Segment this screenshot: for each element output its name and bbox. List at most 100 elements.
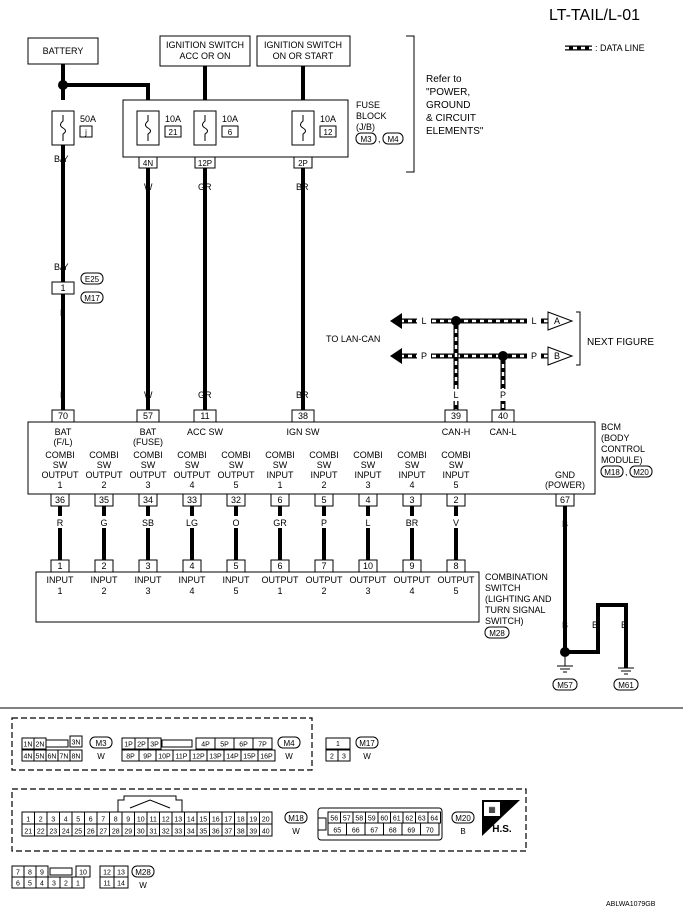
refer-line-2: "POWER, <box>426 87 470 98</box>
next-arrow-a <box>547 311 574 331</box>
connector-pin: 36 <box>212 829 220 836</box>
bcm-pin-39: 39 <box>444 409 468 423</box>
combi-io-num-7: 2 <box>321 586 326 596</box>
bcm-out-label-3-1: COMBI <box>133 450 163 460</box>
combi-pin-4: 4 <box>182 559 202 573</box>
combination-switch <box>35 571 480 623</box>
combi-io-label-5: INPUT <box>223 575 251 585</box>
gnd-color-3: B <box>621 620 627 630</box>
ignition-on-line2: ON OR START <box>273 51 334 61</box>
fuse-50a-num: j <box>84 128 87 137</box>
fuse-block-line-1: FUSE <box>356 100 380 110</box>
bcm-out-label-10-4: 5 <box>453 480 458 490</box>
connector-pin: 30 <box>137 829 145 836</box>
bcm-out-label-4-1: COMBI <box>177 450 207 460</box>
joint-conn-e25: E25 <box>85 275 100 284</box>
connector-pin: 32 <box>162 829 170 836</box>
bcm-out-label-9-3: INPUT <box>399 470 427 480</box>
bcm-label-4: MODULE) <box>601 455 643 465</box>
bcm-pin-38-label: 38 <box>298 411 308 421</box>
bcm-out-label-6-1: COMBI <box>265 450 295 460</box>
combi-pin-label: 2 <box>101 561 106 571</box>
connector-pin: 33 <box>174 829 182 836</box>
combi-io-num-8: 3 <box>365 586 370 596</box>
connector-color-m28: W <box>139 881 147 890</box>
connector-pin: 2 <box>39 817 43 824</box>
bcm-out-label-6-3: INPUT <box>267 470 295 480</box>
ignition-on-line1: IGNITION SWITCH <box>264 40 342 50</box>
connector-pin: 13 <box>117 870 125 877</box>
connector-pin: 60 <box>380 816 388 823</box>
connector-pin: 4 <box>64 817 68 824</box>
combi-pin-label: 5 <box>233 561 238 571</box>
combi-pin-1: 1 <box>50 559 70 573</box>
bcm-bottom-pin-label: 32 <box>231 495 241 505</box>
connector-pin: 62 <box>405 816 413 823</box>
connector-pin: 14 <box>117 881 125 888</box>
bcm-wire-w: W <box>144 390 153 400</box>
combi-pin-label: 9 <box>409 561 414 571</box>
combi-io-num-3: 3 <box>145 586 150 596</box>
figure-code: ABLWA1079GB <box>606 901 656 908</box>
gnd-label-1: GND <box>555 470 576 480</box>
connector-pin: 65 <box>333 828 341 835</box>
ground-m61: M61 <box>618 681 634 690</box>
bcm-bat-fuse-2: (FUSE) <box>133 437 163 447</box>
bcm-bat-fl-1: BAT <box>55 427 72 437</box>
mid-wire-color-br: BR <box>406 518 419 528</box>
wire-color-br: BR <box>296 182 309 192</box>
connector-pin: 3N <box>72 740 81 747</box>
combi-pin-label: 1 <box>57 561 62 571</box>
bcm-out-label-8-2: SW <box>361 460 376 470</box>
bcm-out-label-5-4: 5 <box>233 480 238 490</box>
hs-badge: ▦ H.S. <box>482 800 520 836</box>
bcm-out-label-10-3: INPUT <box>443 470 471 480</box>
combi-pin-label: 7 <box>321 561 326 571</box>
bcm-bottom-pin-3: 3 <box>402 493 422 507</box>
gnd-label-2: (POWER) <box>545 480 585 490</box>
combi-pin-label: 3 <box>145 561 150 571</box>
bcm-out-label-2-1: COMBI <box>89 450 119 460</box>
connector-name-m4: M4 <box>283 739 295 748</box>
connector-pin: 15 <box>199 817 207 824</box>
connector-pin: 17 <box>224 817 232 824</box>
bcm-bottom-pin-label: 5 <box>321 495 326 505</box>
connector-name-m17: M17 <box>359 739 375 748</box>
connector-pin: 1 <box>26 817 30 824</box>
combi-pin-2: 2 <box>94 559 114 573</box>
connector-pin: 22 <box>37 829 45 836</box>
combi-io-num-4: 4 <box>189 586 194 596</box>
fuse-21-amp: 10A <box>165 114 181 124</box>
bcm-out-label-3-4: 3 <box>145 480 150 490</box>
refer-line-1: Refer to <box>426 74 462 85</box>
connector-pin: 6 <box>89 817 93 824</box>
connector-pin: 38 <box>237 829 245 836</box>
fuse-block-conn-m3: M3 <box>360 135 372 144</box>
connector-pin: 2 <box>330 754 334 761</box>
connector-pin: 29 <box>124 829 132 836</box>
bcm-pin-70-label: 70 <box>58 411 68 421</box>
connector-pin: 3 <box>342 754 346 761</box>
gnd-color-1: B <box>562 620 568 630</box>
connector-pin: 28 <box>112 829 120 836</box>
combi-conn-m28: M28 <box>489 629 505 638</box>
combi-pin-label: 6 <box>277 561 282 571</box>
connector-pin: 64 <box>430 816 438 823</box>
combi-pin-9: 9 <box>402 559 422 573</box>
bcm-conn-m20: M20 <box>633 468 649 477</box>
connector-pin: 69 <box>407 828 415 835</box>
connector-pin: 15P <box>243 754 256 761</box>
bcm-bottom-pin-32: 32 <box>226 493 246 507</box>
connector-pin: 19 <box>249 817 257 824</box>
bcm-pin-57: 57 <box>136 409 160 423</box>
bcm-label-2: (BODY <box>601 433 630 443</box>
combi-io-label-7: OUTPUT <box>306 575 344 585</box>
bcm-box <box>27 421 596 495</box>
bcm-out-label-5-1: COMBI <box>221 450 251 460</box>
connector-pin: 39 <box>249 829 257 836</box>
bcm-pin-70: 70 <box>51 409 75 423</box>
connector-pin: 26 <box>87 829 95 836</box>
